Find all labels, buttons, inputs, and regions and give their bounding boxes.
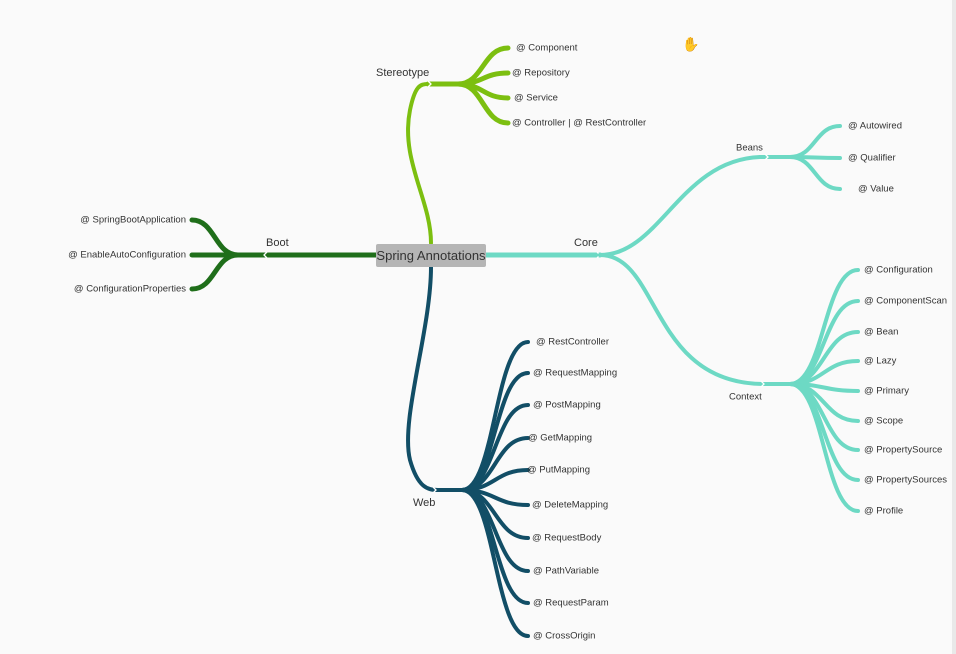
leaf-label[interactable]: @ Service: [514, 93, 558, 104]
leaf-label[interactable]: @ Profile: [864, 506, 903, 517]
leaf-label[interactable]: @ Autowired: [848, 121, 902, 132]
branch-toggle-beans[interactable]: [764, 153, 769, 161]
leaf-label[interactable]: @ PropertySources: [864, 475, 947, 486]
leaf-label[interactable]: @ ConfigurationProperties: [74, 284, 186, 295]
leaf-label[interactable]: @ Bean: [864, 327, 898, 338]
leaf-connector: [788, 124, 842, 159]
leaf-connector: [788, 382, 860, 513]
leaf-label[interactable]: @ RequestBody: [532, 533, 602, 544]
leaf-label[interactable]: @ RestController: [536, 337, 609, 348]
branch-connector-stereotype: [406, 82, 433, 245]
leaf-label[interactable]: @ PathVariable: [533, 566, 599, 577]
leaf-label[interactable]: @ DeleteMapping: [532, 500, 608, 511]
leaf-label[interactable]: @ Configuration: [864, 265, 933, 276]
leaf-connector: [455, 81, 511, 126]
branch-label-core[interactable]: Core: [574, 237, 598, 249]
leaf-connector: [788, 268, 860, 386]
leaf-label[interactable]: @ Controller | @ RestController: [512, 118, 646, 129]
leaf-connector: [189, 217, 241, 258]
leaf-label[interactable]: @ RequestParam: [533, 598, 609, 609]
leaf-connector: [460, 488, 530, 605]
leaf-connector: [788, 382, 860, 482]
branch-toggle-boot[interactable]: [263, 251, 268, 259]
branch-toggle-stereotype[interactable]: [427, 80, 432, 88]
leaf-label[interactable]: @ Primary: [864, 386, 909, 397]
branch-label-context[interactable]: Context: [729, 392, 762, 403]
leaf-connector: [460, 340, 530, 492]
scrollbar-track[interactable]: [952, 0, 956, 654]
branch-toggle-context[interactable]: [760, 380, 765, 388]
leaf-connector: [788, 155, 842, 191]
branch-label-web[interactable]: Web: [413, 497, 435, 509]
leaf-label[interactable]: @ Scope: [864, 416, 903, 427]
leaf-label[interactable]: @ Value: [858, 184, 894, 195]
branch-label-boot[interactable]: Boot: [266, 237, 289, 249]
branch-label-stereotype[interactable]: Stereotype: [376, 67, 429, 79]
root-node[interactable]: Spring Annotations: [376, 244, 486, 267]
leaf-label[interactable]: @ RequestMapping: [533, 368, 617, 379]
leaf-label[interactable]: @ GetMapping: [528, 433, 592, 444]
branch-connector-web: [406, 265, 440, 492]
leaf-label[interactable]: @ CrossOrigin: [533, 631, 595, 642]
branch-label-beans[interactable]: Beans: [736, 143, 763, 154]
leaf-label[interactable]: @ PutMapping: [527, 465, 590, 476]
root-node-label: Spring Annotations: [376, 248, 486, 263]
branch-toggle-web[interactable]: [432, 486, 437, 494]
leaf-label[interactable]: @ PropertySource: [864, 445, 942, 456]
leaf-connector: [189, 252, 241, 292]
leaf-connector: [460, 488, 530, 638]
branch-connector-beans: [598, 155, 762, 257]
branch-connector-context: [598, 253, 766, 386]
leaf-label[interactable]: @ EnableAutoConfiguration: [68, 250, 186, 261]
hand-pointer-icon: ✋: [682, 36, 700, 52]
leaf-label[interactable]: @ Component: [516, 43, 578, 54]
leaf-label[interactable]: @ Repository: [512, 68, 570, 79]
leaf-label[interactable]: @ PostMapping: [533, 400, 601, 411]
leaf-label[interactable]: @ SpringBootApplication: [80, 215, 186, 226]
leaf-label[interactable]: @ Qualifier: [848, 153, 896, 164]
leaf-label[interactable]: @ ComponentScan: [864, 296, 947, 307]
leaf-label[interactable]: @ Lazy: [864, 356, 897, 367]
